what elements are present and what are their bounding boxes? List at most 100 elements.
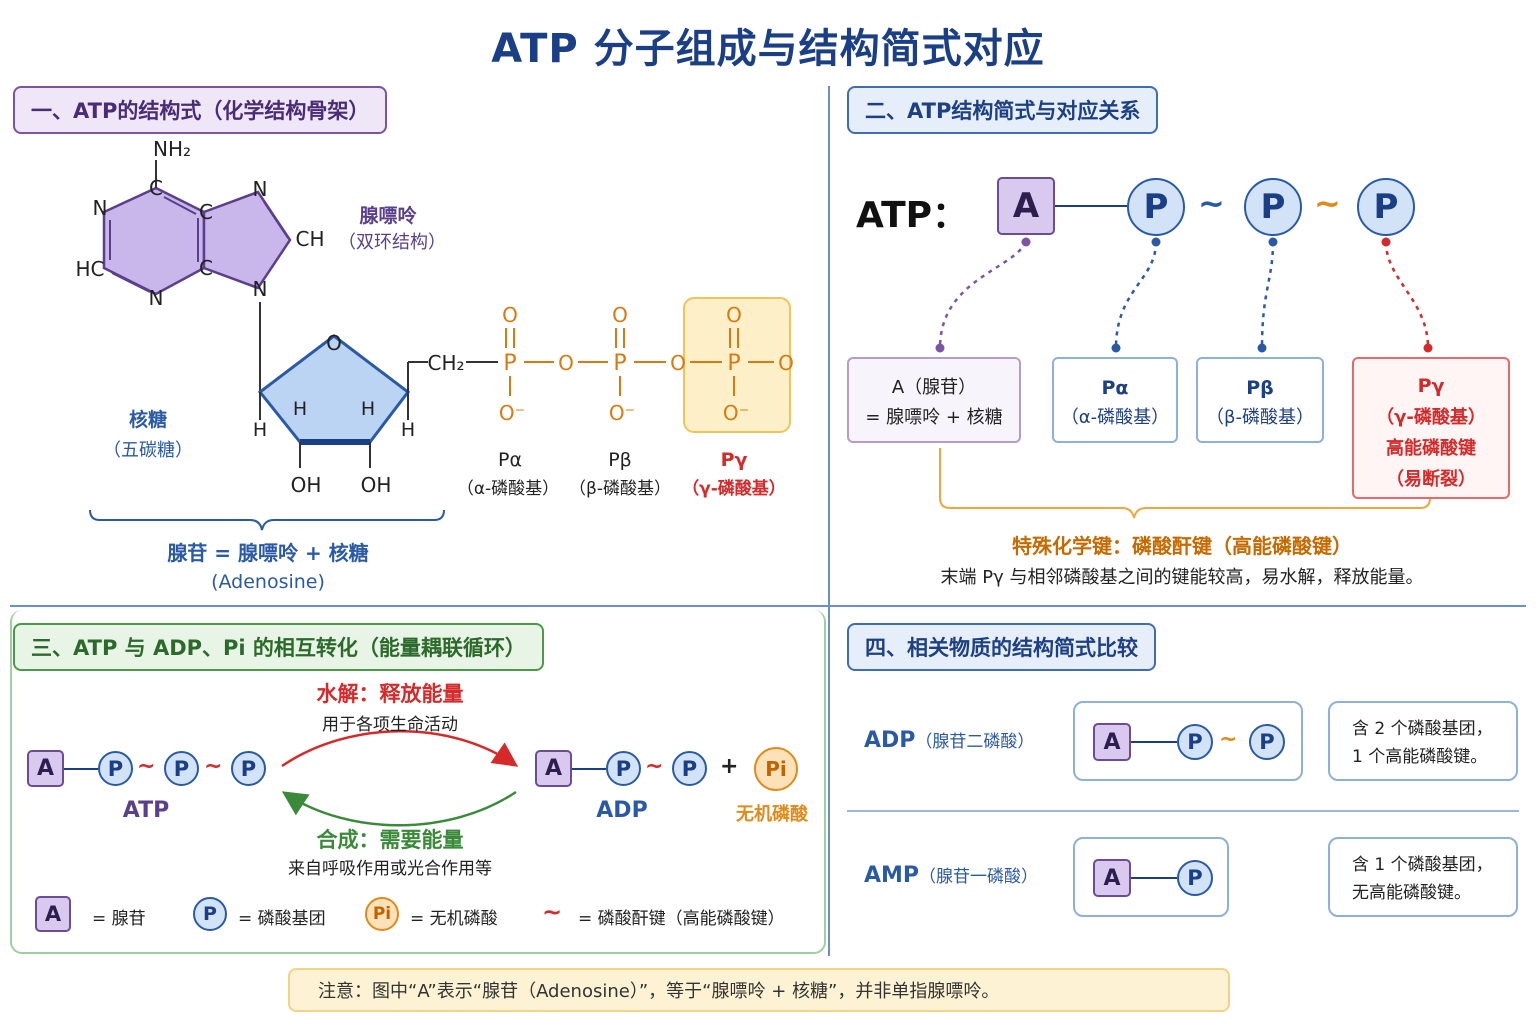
section4-row-divider (847, 810, 1519, 812)
adp-p2-circle: P (672, 751, 707, 786)
pi-circle: Pi (754, 747, 798, 791)
phosphate-alpha-circle: P (1127, 178, 1185, 236)
svg-text:O⁻: O⁻ (723, 401, 749, 425)
svg-text:P: P (727, 351, 740, 376)
tilde-bond-2: ~ (1314, 184, 1341, 222)
p-beta-desc: （β-磷酸基） (569, 479, 671, 499)
svg-text:H: H (401, 419, 415, 441)
vertical-divider (828, 86, 830, 956)
phosphate-alpha: P O O⁻ (499, 303, 525, 425)
adp-p1-circle: P (606, 751, 641, 786)
legend-p-text: = 磷酸基团 (238, 909, 326, 929)
special-bond-desc: 末端 Pγ 与相邻磷酸基之间的键能较高，易水解，释放能量。 (940, 567, 1424, 588)
atp-name: ATP (122, 798, 170, 823)
svg-text:N: N (149, 286, 164, 310)
p-alpha-label: Pα (498, 449, 522, 471)
svg-text:C: C (199, 256, 213, 280)
amp-label: AMP（腺苷一磷酸） (864, 863, 1039, 888)
legend-a-box: A (35, 896, 71, 932)
phosphate-beta: P O O⁻ (609, 303, 635, 425)
phosphate-gamma: P O O⁻ O (723, 303, 794, 425)
svg-text:C: C (199, 200, 213, 224)
bond-line (1055, 205, 1127, 207)
svg-text:HC: HC (75, 257, 104, 281)
svg-text:O: O (726, 303, 742, 327)
horizontal-divider (10, 605, 1526, 607)
bond-line (64, 768, 98, 770)
p-gamma-desc: （γ-磷酸基） (682, 478, 786, 499)
adp4-p2-circle: P (1249, 724, 1285, 760)
hydrolysis-sub: 用于各项生命活动 (322, 715, 458, 735)
svg-text:P: P (613, 351, 626, 376)
adenine-six-ring (102, 186, 206, 296)
card-p-alpha: Pα （α-磷酸基） (1052, 357, 1178, 443)
legend-pi-text: = 无机磷酸 (410, 909, 498, 929)
nh2-atom: NH₂ (153, 137, 191, 161)
svg-text:N: N (93, 196, 108, 220)
atp-p2-circle: P (164, 751, 199, 786)
adp-a-box: A (535, 750, 572, 787)
bond-line (1131, 741, 1177, 743)
p-gamma-label: Pγ (721, 449, 748, 471)
adp4-tilde: ~ (1219, 727, 1238, 752)
ribose-label: 核糖 (129, 408, 167, 431)
bond-line (572, 768, 606, 770)
hydrolysis-arrow (281, 730, 519, 768)
p-beta-label: Pβ (608, 449, 632, 471)
synthesis-arrow (281, 790, 517, 827)
ribose-note: （五碳糖） (103, 440, 193, 461)
svg-text:H: H (253, 419, 267, 441)
tilde-bond-1: ~ (1198, 184, 1225, 222)
svg-text:N: N (253, 277, 268, 301)
atp-structural-formula: NH₂ C N C N CH HC C N N 腺嘌呤 （双环结构） O H H… (75, 137, 794, 593)
svg-text:O: O (502, 303, 518, 327)
svg-text:OH: OH (291, 473, 322, 497)
svg-text:OH: OH (361, 473, 392, 497)
atp-tilde-2: ~ (204, 754, 223, 779)
legend-tilde: ~ (542, 898, 563, 926)
adp-name: ADP (596, 798, 648, 823)
page-title: ATP 分子组成与结构简式对应 (491, 26, 1045, 72)
synthesis-title: 合成：需要能量 (316, 828, 464, 852)
gamma-highlight (683, 297, 791, 433)
atp-p3-circle: P (231, 751, 266, 786)
atp-a-box: A (27, 750, 64, 787)
adp-label: ADP（腺苷二磷酸） (864, 728, 1035, 753)
phosphate-beta-circle: P (1244, 178, 1302, 236)
svg-text:CH₂: CH₂ (427, 351, 464, 375)
pi-name: 无机磷酸 (736, 804, 808, 825)
atp-formula-label: ATP： (856, 195, 969, 236)
svg-text:C: C (149, 176, 163, 200)
legend-a-text: = 腺苷 (92, 909, 146, 929)
p-alpha-desc: （α-磷酸基） (457, 479, 559, 499)
adenine-label: 腺嘌呤 (358, 204, 417, 227)
legend-p-circle: P (193, 897, 227, 931)
adenine-note: （双环结构） (338, 232, 446, 253)
adp-desc-card: 含 2 个磷酸基团， 1 个高能磷酸键。 (1328, 701, 1518, 781)
svg-text:O: O (326, 331, 342, 355)
section1-heading: 一、ATP的结构式（化学结构骨架） (13, 86, 388, 134)
adp4-p1-circle: P (1177, 724, 1213, 760)
hydrolysis-title: 水解：释放能量 (316, 682, 464, 706)
svg-text:N: N (253, 177, 268, 201)
atp-p1-circle: P (98, 751, 133, 786)
amp-desc-card: 含 1 个磷酸基团， 无高能磷酸键。 (1328, 837, 1518, 917)
card-p-gamma: Pγ （γ-磷酸基） 高能磷酸键 （易断裂） (1352, 357, 1510, 499)
adenine-five-ring (202, 190, 292, 290)
phosphate-gamma-circle: P (1357, 178, 1415, 236)
special-bond-title: 特殊化学键：磷酸酐键（高能磷酸键） (1012, 534, 1352, 558)
adenosine-brace (89, 509, 445, 531)
legend-pi-circle: Pi (365, 897, 399, 931)
svg-text:P: P (503, 351, 516, 376)
amp-p-circle: P (1177, 860, 1213, 896)
adenosine-box: A (997, 177, 1055, 235)
card-p-beta: Pβ （β-磷酸基） (1196, 357, 1324, 443)
adenosine-en: (Adenosine) (211, 571, 325, 593)
adenosine-formula: 腺苷 = 腺嘌呤 + 核糖 (167, 541, 368, 565)
svg-text:H: H (361, 398, 375, 420)
svg-text:O: O (670, 351, 686, 375)
section3-panel (10, 610, 826, 954)
adp4-a-box: A (1093, 723, 1131, 761)
legend-tilde-text: = 磷酸酐键（高能磷酸键） (578, 909, 785, 929)
bond-line (1131, 877, 1177, 879)
